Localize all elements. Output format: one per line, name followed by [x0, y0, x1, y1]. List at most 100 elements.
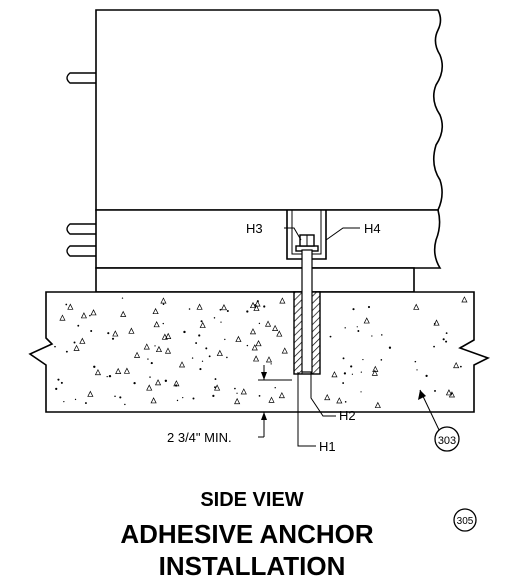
aggregate-dot — [344, 327, 346, 329]
aggregate-dot — [192, 397, 195, 400]
concrete-aggregate-dots — [54, 296, 468, 408]
aggregate-stone — [240, 388, 247, 395]
aggregate-stone — [433, 319, 440, 326]
aggregate-dot — [367, 305, 371, 309]
aggregate-dot — [350, 365, 353, 368]
aggregate-dot — [351, 373, 353, 375]
label-303: 303 — [438, 435, 456, 447]
aggregate-dot — [258, 395, 261, 397]
aggregate-stone — [276, 330, 283, 337]
aggregate-dot — [360, 371, 362, 373]
aggregate-stone — [80, 312, 87, 319]
aggregate-stone — [123, 367, 130, 374]
aggregate-stone — [371, 369, 378, 376]
label-min-depth: 2 3/4" MIN. — [167, 430, 232, 445]
aggregate-dot — [182, 397, 184, 399]
aggregate-stone — [448, 391, 456, 398]
aggregate-dot — [270, 363, 272, 365]
aggregate-stone — [461, 296, 468, 303]
aggregate-dot — [199, 368, 202, 371]
aggregate-dot — [425, 374, 428, 377]
aggregate-dot — [442, 338, 445, 341]
aggregate-dot — [212, 394, 215, 397]
aggregate-dot — [329, 335, 332, 338]
aggregate-dot — [460, 365, 462, 368]
aggregate-dot — [93, 365, 96, 368]
adhesive-left — [293, 291, 303, 375]
aggregate-dot — [371, 335, 373, 337]
aggregate-stone — [264, 320, 272, 327]
aggregate-dot — [195, 342, 198, 344]
aggregate-stone — [255, 340, 262, 347]
title-installation: INSTALLATION — [159, 551, 346, 581]
aggregate-dot — [414, 360, 417, 363]
aggregate-dot — [445, 340, 448, 343]
aggregate-dot — [175, 384, 178, 387]
cabinet-base-section — [95, 209, 442, 269]
aggregate-stone — [153, 321, 160, 328]
aggregate-stone — [112, 330, 119, 337]
aggregate-dot — [164, 379, 168, 382]
aggregate-dot — [388, 346, 392, 349]
aggregate-dot — [90, 329, 93, 332]
aggregate-dot — [149, 376, 151, 378]
aggregate-stone — [249, 301, 257, 309]
aggregate-stone — [133, 351, 141, 358]
aggregate-stone — [216, 349, 223, 356]
aggregate-dot — [114, 395, 116, 398]
aggregate-dot — [226, 356, 228, 359]
aggregate-dot — [73, 341, 76, 344]
aggregate-dot — [60, 381, 63, 384]
aggregate-stone — [152, 307, 159, 315]
aggregate-stone — [59, 314, 66, 321]
aggregate-dot — [380, 359, 383, 361]
aggregate-dot — [213, 317, 216, 319]
aggregate-stone — [161, 333, 168, 340]
aggregate-stone — [331, 371, 338, 378]
aggregate-stone — [164, 347, 172, 354]
aggregate-stone — [79, 337, 86, 344]
aggregate-dot — [121, 297, 124, 299]
aggregate-dot — [57, 378, 60, 381]
aggregate-stone — [67, 303, 74, 310]
anchor-rod — [301, 249, 313, 373]
aggregate-stone — [251, 344, 258, 351]
aggregate-stone — [155, 345, 163, 353]
aggregate-dot — [162, 303, 165, 306]
aggregate-dot — [342, 382, 345, 384]
label-h3: H3 — [246, 221, 263, 236]
aggregate-dot — [154, 345, 156, 347]
aggregate-stone — [199, 321, 206, 328]
aggregate-dot — [360, 391, 362, 393]
aggregate-stone — [128, 327, 135, 334]
label-h4: H4 — [364, 221, 381, 236]
aggregate-dot — [191, 357, 194, 359]
aggregate-stone — [278, 391, 285, 399]
cabinet-plinth — [95, 267, 415, 293]
aggregate-dot — [54, 345, 56, 348]
aggregate-stone — [268, 396, 275, 403]
aggregate-dot — [434, 389, 436, 392]
aggregate-dot — [220, 321, 222, 323]
aggregate-dot — [65, 350, 68, 353]
aggregate-stone — [90, 309, 97, 316]
aggregate-dot — [176, 399, 179, 402]
aggregate-dot — [133, 382, 136, 385]
adhesive-right — [311, 291, 321, 375]
concrete-slab — [28, 291, 491, 413]
aggregate-dot — [357, 330, 360, 332]
aggregate-dot — [147, 358, 149, 360]
h2-leader — [310, 372, 336, 417]
aggregate-dot — [445, 332, 448, 334]
aggregate-dot — [344, 401, 347, 403]
aggregate-dot — [201, 360, 204, 362]
aggregate-dot — [254, 304, 256, 306]
aggregate-dot — [256, 300, 259, 303]
aggregate-stone — [165, 332, 172, 339]
aggregate-stone — [234, 397, 241, 405]
label-305: 305 — [457, 516, 474, 527]
aggregate-stone — [214, 384, 221, 391]
h4-leader — [325, 227, 360, 241]
aggregate-dot — [205, 347, 208, 350]
